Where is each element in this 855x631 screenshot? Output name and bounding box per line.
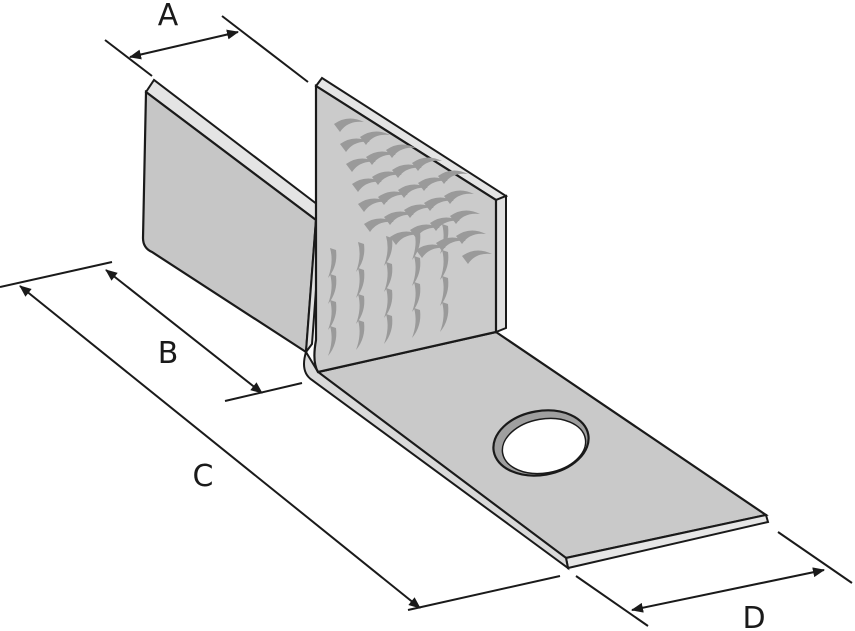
dim-a-label: A — [158, 0, 179, 33]
tooth — [356, 242, 365, 272]
dimension-a: A — [104, 0, 309, 83]
tooth — [440, 302, 449, 332]
tooth — [334, 118, 364, 132]
tooth — [416, 244, 446, 258]
tooth — [384, 262, 393, 292]
dim-c-label: C — [193, 459, 214, 494]
left-flange — [141, 78, 324, 356]
dim-d-label: D — [742, 601, 765, 631]
dim-c-ext-bottom — [407, 575, 561, 611]
tooth — [440, 250, 449, 280]
tooth — [384, 236, 393, 266]
dim-d-arrow — [631, 567, 825, 613]
dim-bc-ext-top — [0, 261, 113, 288]
right-flange — [313, 76, 509, 374]
tooth — [340, 138, 370, 152]
base-strip — [303, 330, 770, 571]
tooth — [462, 250, 492, 264]
tooth — [440, 276, 449, 306]
tooth — [364, 218, 394, 232]
tooth — [412, 230, 421, 260]
tooth — [352, 178, 382, 192]
dimension-c: C — [19, 285, 561, 611]
tooth — [412, 256, 421, 286]
tooth — [328, 248, 337, 278]
tooth — [346, 158, 376, 172]
tooth — [390, 231, 420, 245]
bolt-hole — [501, 417, 587, 475]
dim-b-ext-bottom — [224, 382, 303, 402]
dim-d-ext-right — [777, 531, 853, 584]
right-flange-side-edge — [495, 194, 507, 334]
left-flange-face — [141, 89, 318, 354]
dim-b-label: B — [158, 336, 179, 371]
dim-a-arrow — [129, 29, 239, 60]
tooth — [358, 198, 388, 212]
dim-a-ext-left — [104, 39, 153, 77]
tooth — [356, 268, 365, 298]
dim-d-ext-left — [575, 575, 649, 627]
dim-a-ext-right — [221, 15, 309, 83]
dimension-d: D — [575, 531, 853, 631]
dim-c-arrow — [19, 285, 421, 609]
tooth — [440, 224, 449, 254]
